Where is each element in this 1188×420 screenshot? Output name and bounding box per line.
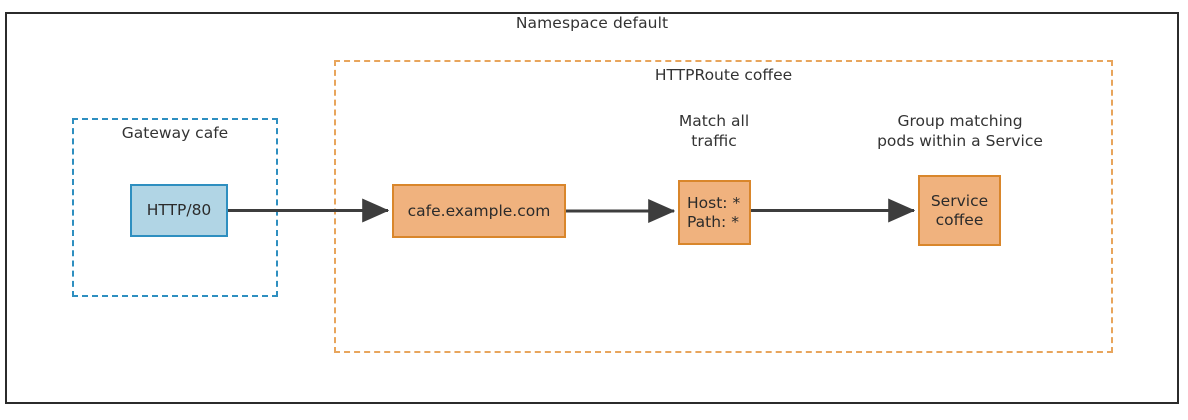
httproute-label: HTTPRoute coffee xyxy=(654,66,793,84)
caption-group-matching-pods: Group matching pods within a Service xyxy=(877,112,1043,150)
node-gateway-listener[interactable]: HTTP/80 xyxy=(130,184,228,237)
node-match-rule[interactable]: Host: * Path: * xyxy=(678,180,751,245)
gateway-container xyxy=(72,118,278,297)
namespace-label: Namespace default xyxy=(515,14,669,32)
gateway-label: Gateway cafe xyxy=(121,124,229,142)
node-service-kind-label: Service xyxy=(930,191,989,210)
node-match-rule-text: Host: * Path: * xyxy=(687,194,740,232)
caption-match-all-traffic: Match all traffic xyxy=(678,112,750,150)
node-hostname[interactable]: cafe.example.com xyxy=(392,184,566,238)
node-hostname-label: cafe.example.com xyxy=(407,201,551,220)
node-match-host-label: Host: * xyxy=(687,193,741,212)
namespace-container xyxy=(5,12,1179,404)
node-service-name-label: coffee xyxy=(935,210,984,229)
node-backend-service-text: Service coffee xyxy=(931,192,988,230)
httproute-container xyxy=(334,60,1113,353)
node-backend-service[interactable]: Service coffee xyxy=(918,175,1001,246)
node-match-path-label: Path: * xyxy=(687,212,739,231)
node-gateway-listener-label: HTTP/80 xyxy=(146,201,212,220)
